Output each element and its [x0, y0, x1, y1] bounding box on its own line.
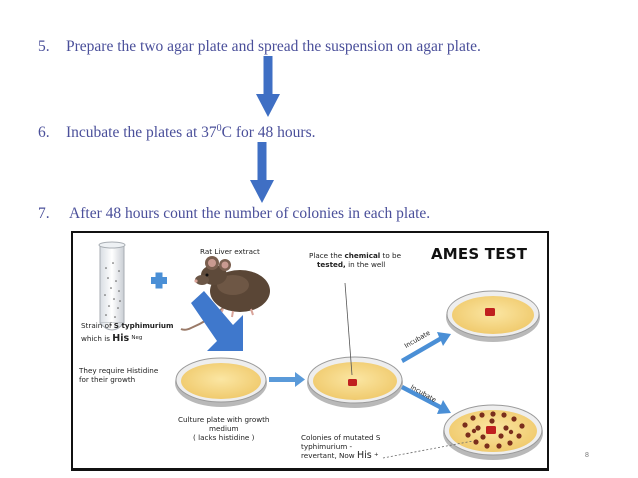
step-6-superscript: 0 — [216, 123, 222, 134]
down-right-arrow-icon — [191, 291, 243, 351]
step-5-number: 5. — [38, 38, 50, 55]
step-7: 7. After 48 hours count the number of co… — [38, 205, 430, 223]
rat-liver-label: Rat Liver extract — [200, 247, 260, 256]
step-7-number: 7. — [38, 205, 50, 222]
down-arrow-2 — [250, 142, 274, 203]
colonies-label: Colonies of mutated S typhimurium - reve… — [301, 433, 381, 461]
strain-label: Strain of S typhimurium which is His Neg — [81, 321, 174, 344]
page-number: 8 — [585, 452, 589, 459]
right-arrow-icon — [269, 372, 305, 387]
pointer-line — [344, 282, 353, 376]
culture-plate-icon — [175, 357, 267, 407]
incubate-up-arrow-icon — [401, 332, 451, 363]
incubate-down-arrow-icon — [401, 385, 451, 414]
step-6-text-before: Incubate the plates at 37 — [66, 124, 217, 142]
ames-test-diagram — [98, 241, 543, 460]
rat-icon — [180, 256, 270, 331]
ames-test-figure: AMES TEST Rat Liver extract Place the ch… — [71, 231, 549, 471]
culture-plate-label: Culture plate with growth medium ( lacks… — [178, 415, 270, 442]
test-tube-icon — [98, 241, 126, 331]
colonies-pointer-line — [382, 440, 474, 459]
colonies-plate-icon — [443, 404, 543, 460]
control-plate-icon — [446, 290, 540, 342]
step-5-text: Prepare the two agar plate and spread th… — [66, 38, 481, 55]
require-histidine-label: They require Histidine for their growth — [79, 366, 159, 384]
step-5: 5. Prepare the two agar plate and spread … — [38, 38, 481, 56]
step-6-text-after: C for 48 hours. — [221, 124, 316, 142]
figure-title: AMES TEST — [431, 245, 528, 263]
step-6-number: 6. — [38, 124, 50, 142]
step-6: 6. Incubate the plates at 370C for 48 hou… — [38, 123, 316, 142]
test-plate-icon — [307, 356, 403, 408]
place-chemical-label: Place the chemical to be tested, in the … — [309, 251, 402, 269]
plus-icon — [151, 272, 167, 289]
down-arrow-1 — [256, 56, 280, 117]
step-7-text: After 48 hours count the number of colon… — [69, 205, 431, 222]
